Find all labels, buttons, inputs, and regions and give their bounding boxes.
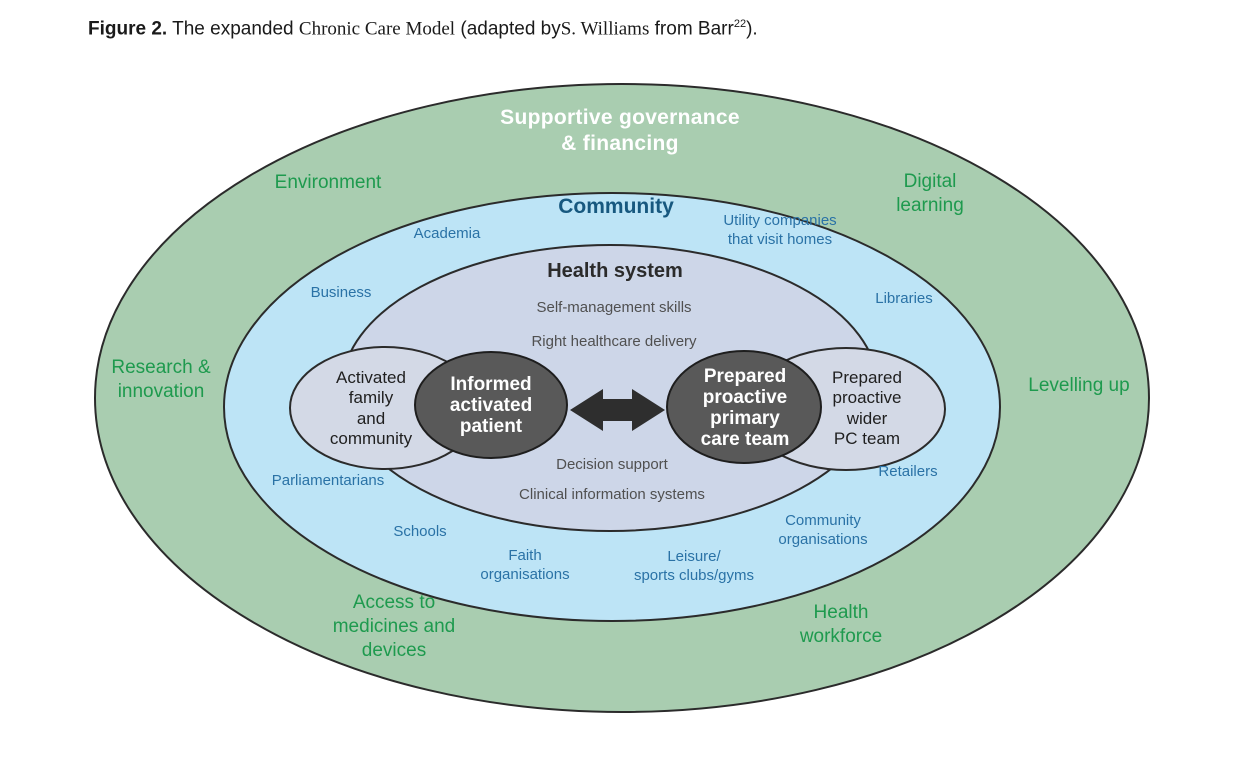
primary-care-team-ellipse (666, 350, 822, 464)
utility-line-1: Utility companies (723, 212, 837, 229)
caption-text-e: from Barr (654, 18, 734, 40)
caption-text-a: The expanded (172, 18, 294, 40)
figure-caption: Figure 2. The expanded Chronic Care Mode… (88, 18, 758, 40)
decision-support-label: Decision support (556, 456, 668, 473)
pc-team-line-3: primary (710, 407, 780, 429)
access-line-2: medicines and (332, 615, 456, 637)
libraries-label: Libraries (875, 290, 933, 307)
pc-team-line-1: Prepared (703, 366, 787, 387)
caption-text-f: ). (746, 18, 758, 40)
wider-line-3: wider (846, 408, 888, 428)
faith-line-2: organisations (480, 565, 570, 583)
community-title: Community (558, 195, 674, 218)
schools-label: Schools (393, 523, 447, 540)
wider-line-1: Prepared (832, 368, 902, 387)
business-label: Business (310, 284, 372, 301)
workforce-line-1: Health (813, 602, 869, 623)
health-system-title: Health system (547, 260, 683, 282)
patient-line-1: Informed (450, 374, 532, 395)
retailers-label: Retailers (878, 463, 938, 480)
leisure-line-2: sports clubs/gyms (633, 566, 755, 584)
governance-line-1: Supportive governance (500, 106, 740, 129)
utility-companies-label: Utility companies that visit homes (700, 212, 860, 250)
governance-label: Supportive governance & financing (470, 105, 770, 158)
family-line-4: community (329, 429, 413, 449)
leisure-line-1: Leisure/ (667, 548, 721, 565)
family-line-2: family (348, 388, 394, 408)
research-line-1: Research & (111, 357, 211, 378)
pc-team-line-4: care team (700, 428, 790, 450)
caption-text-b: Chronic Care Model (298, 18, 456, 40)
digital-learning-label: Digital learning (870, 170, 990, 218)
pc-team-line-2: proactive (702, 386, 788, 408)
family-line-1: Activated (336, 368, 406, 387)
leisure-label: Leisure/ sports clubs/gyms (614, 548, 774, 586)
wider-pc-team-label: Prepared proactive wider PC team (814, 368, 920, 450)
digital-line-2: learning (896, 194, 964, 216)
wider-line-2: proactive (832, 388, 902, 408)
parliamentarians-label: Parliamentarians (271, 472, 385, 489)
family-community-label: Activated family and community (318, 368, 424, 450)
double-arrow-icon (570, 389, 665, 431)
patient-line-2: activated (449, 394, 533, 416)
community-organisations-label: Community organisations (756, 512, 890, 550)
informed-patient-label: Informed activated patient (426, 374, 556, 438)
research-line-2: innovation (117, 380, 205, 402)
environment-label: Environment (274, 172, 382, 193)
family-line-3: and (356, 408, 386, 428)
workforce-line-2: workforce (799, 625, 883, 647)
right-delivery-label: Right healthcare delivery (531, 333, 697, 350)
caption-superscript: 22 (733, 18, 747, 30)
clinical-info-label: Clinical information systems (519, 486, 705, 503)
figure-label: Figure 2. (88, 18, 168, 40)
primary-care-team-label: Prepared proactive primary care team (678, 366, 812, 451)
access-line-1: Access to (352, 592, 436, 613)
community-orgs-line-2: organisations (778, 530, 868, 548)
access-medicines-label: Access to medicines and devices (318, 591, 470, 662)
digital-line-1: Digital (903, 171, 957, 192)
self-management-label: Self-management skills (536, 299, 692, 316)
levelling-up-label: Levelling up (1028, 375, 1130, 396)
academia-label: Academia (413, 225, 481, 242)
caption-text-d: S. Williams (560, 18, 650, 40)
community-orgs-line-1: Community (785, 512, 861, 529)
research-innovation-label: Research & innovation (96, 356, 226, 404)
informed-patient-ellipse (414, 351, 568, 459)
access-line-3: devices (361, 639, 427, 661)
wider-line-4: PC team (833, 429, 901, 449)
caption-text-c: (adapted by (460, 18, 561, 40)
governance-line-2: & financing (561, 132, 679, 156)
faith-organisations-label: Faith organisations (460, 547, 590, 585)
health-workforce-label: Health workforce (780, 601, 902, 649)
utility-line-2: that visit homes (727, 230, 833, 248)
patient-line-3: patient (459, 415, 523, 437)
faith-line-1: Faith (508, 547, 542, 564)
